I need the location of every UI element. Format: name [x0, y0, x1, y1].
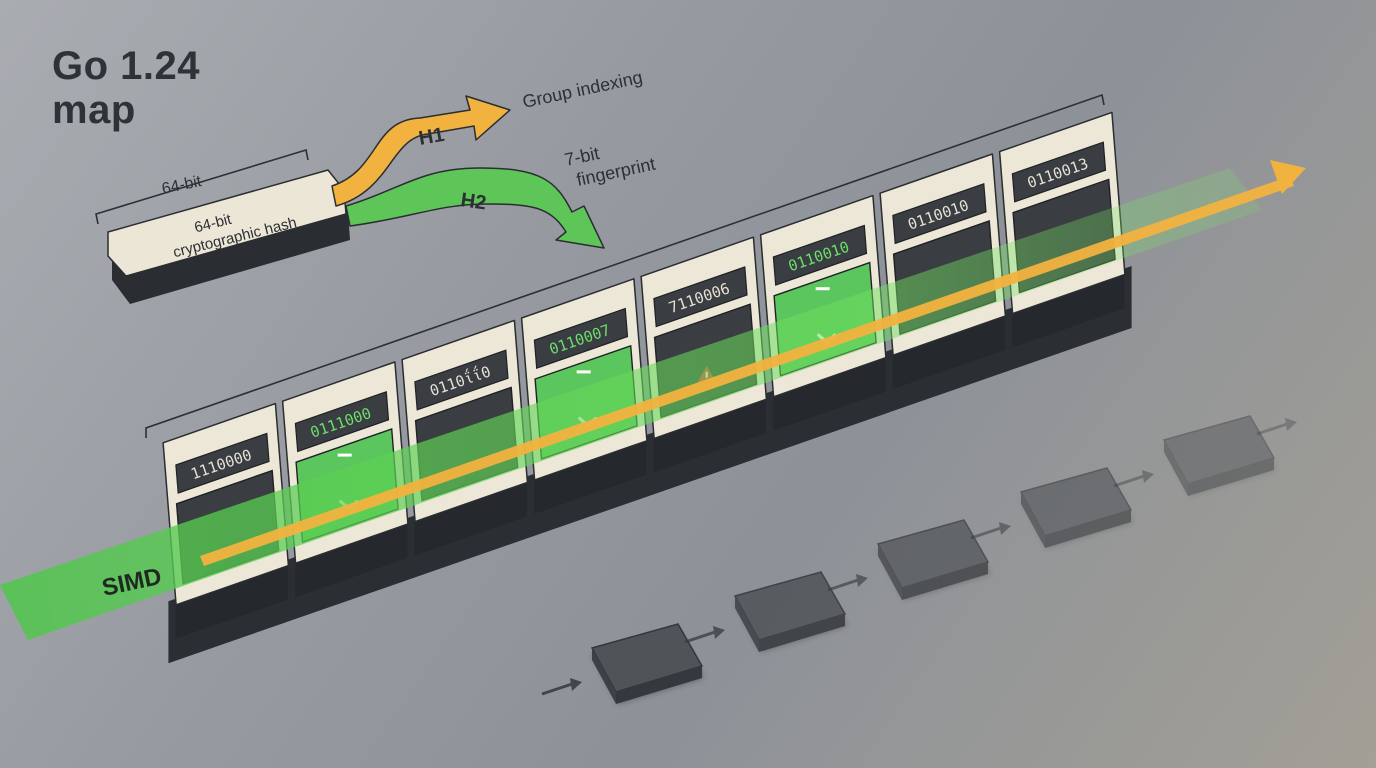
chain-node-0	[541, 623, 704, 704]
chain-arrow	[970, 526, 1002, 540]
overflow-chain	[541, 415, 1297, 704]
title-line-2: map	[52, 88, 136, 132]
group-base	[168, 266, 1132, 664]
match-dash	[337, 453, 352, 457]
chain-node-left	[878, 544, 902, 600]
chain-node-front	[616, 666, 702, 704]
chain-arrowhead	[856, 574, 868, 587]
group-bracket	[145, 93, 1105, 438]
chain-arrow	[684, 630, 716, 644]
hash-key: 64-bit 64-bit cryptographic hash	[95, 148, 350, 304]
chain-arrowhead	[1285, 418, 1297, 431]
chain-node-shadow	[1164, 422, 1276, 496]
fingerprint-box	[533, 307, 629, 370]
hash-bracket-label: 64-bit	[160, 173, 203, 198]
fingerprint-box	[772, 224, 868, 286]
slot-side	[892, 310, 1005, 390]
fingerprint-box	[294, 390, 390, 453]
fingerprint-box	[653, 266, 748, 328]
h1-description: Group indexing	[521, 67, 645, 112]
fingerprint-box	[175, 432, 270, 494]
hash-bracket	[95, 148, 309, 225]
slot-side	[534, 434, 647, 514]
h1-label: H1	[417, 124, 446, 150]
chain-node-front	[759, 614, 845, 652]
chain-arrowhead	[570, 678, 582, 691]
slot-5: 0110010	[759, 194, 887, 431]
match-dash	[815, 287, 830, 291]
chain-node-2	[827, 519, 990, 600]
fingerprint-box	[414, 349, 509, 411]
chain-node-left	[592, 648, 616, 704]
slot-side	[414, 476, 527, 556]
chain-node-3	[970, 467, 1133, 548]
chain-trailing-arrow	[1256, 418, 1297, 436]
chain-arrowhead	[1142, 470, 1154, 483]
chain-node-4	[1113, 415, 1276, 496]
chain-node-front	[1188, 458, 1274, 496]
chain-node-front	[1045, 510, 1131, 548]
slot-side	[175, 559, 288, 639]
chain-node-left	[735, 596, 759, 652]
chain-arrow	[827, 578, 859, 592]
slot-side	[653, 393, 766, 473]
h2-arrow: H2 7-bit fingerprint	[345, 143, 657, 249]
chain-arrowhead	[999, 522, 1011, 535]
simd-arrowhead	[1270, 160, 1306, 194]
simd-beam: SIMD	[0, 160, 1306, 640]
slot-side	[295, 518, 408, 598]
h2-label: H2	[459, 189, 487, 214]
diagram-title: Go 1.24 map	[52, 44, 200, 132]
fingerprint-box	[892, 182, 987, 245]
chain-arrow	[1256, 422, 1288, 436]
chain-node-1	[684, 571, 847, 652]
chain-arrow	[541, 682, 573, 696]
chain-node-front	[902, 562, 988, 600]
chain-arrow	[1113, 474, 1145, 488]
slot-side	[773, 351, 886, 431]
match-dash	[576, 370, 591, 374]
chain-arrowhead	[713, 626, 725, 639]
fingerprint-box	[1011, 141, 1107, 203]
title-line-1: Go 1.24	[52, 44, 201, 88]
slot-side	[1012, 268, 1125, 348]
chain-node-top	[1162, 415, 1276, 485]
chain-node-left	[1021, 492, 1045, 548]
chain-node-left	[1164, 440, 1188, 496]
